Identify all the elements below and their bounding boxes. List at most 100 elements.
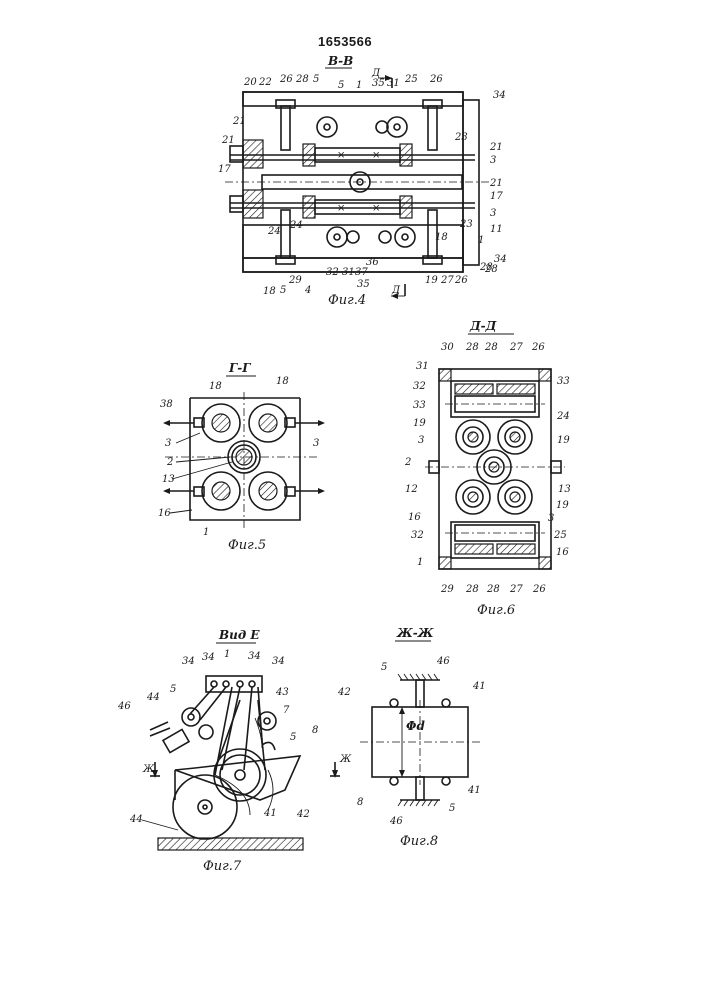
fig7-label: 42 <box>296 809 310 820</box>
fig4-label: 26 <box>279 74 293 85</box>
fig7-cut-mark-right: Ж <box>339 754 352 765</box>
fig5-caption: Фиг.5 <box>228 538 266 553</box>
fig5-label: 3 <box>313 438 319 449</box>
fig6-label: 28 <box>484 342 498 353</box>
fig6-label: 19 <box>413 418 426 429</box>
fig8-label: 42 <box>337 687 351 698</box>
fig7-label: 34 <box>182 656 195 667</box>
figure-8: Ж-Ж Φd 5 46 42 <box>337 626 486 849</box>
fig4-label: 5 <box>338 80 344 91</box>
fig6-label: 3 <box>418 435 424 446</box>
fig4-label: 34 <box>493 90 506 101</box>
fig4-label: 1 <box>356 80 362 91</box>
fig4-label: 37 <box>355 267 368 278</box>
fig5-label: 3 <box>165 438 171 449</box>
fig4-label: 34 <box>494 254 507 265</box>
fig4-label: 21 <box>232 116 246 127</box>
fig7-label: 41 <box>263 808 277 819</box>
fig4-label: 1 <box>478 235 484 246</box>
fig6-label: 25 <box>553 530 567 541</box>
fig7-label: 34 <box>248 651 261 662</box>
fig6-label: 28 <box>465 584 479 595</box>
fig6-label: 1 <box>417 557 423 568</box>
fig4-label: 17 <box>218 164 231 175</box>
fig6-label: 16 <box>556 547 569 558</box>
fig4-label: 26 <box>429 74 443 85</box>
fig4-label: 24 <box>267 226 281 237</box>
fig5-label: 16 <box>158 508 171 519</box>
fig6-label: 3 <box>548 513 554 524</box>
fig4-label: 23 <box>454 132 468 143</box>
fig7-label: 43 <box>275 687 289 698</box>
fig4-label: 28 <box>479 262 493 273</box>
fig6-label: 32 <box>411 530 424 541</box>
fig4-label: 4 <box>304 285 311 296</box>
fig7-label: 8 <box>312 725 318 736</box>
fig8-section-title: Ж-Ж <box>396 626 434 640</box>
fig4-label: 21 <box>489 142 503 153</box>
fig6-label: 31 <box>416 361 429 372</box>
fig5-label: 18 <box>276 376 289 387</box>
fig4-label: 5 <box>313 74 319 85</box>
fig6-label: 28 <box>465 342 479 353</box>
fig7-label: 46 <box>117 701 131 712</box>
fig4-label: 18 <box>263 286 276 297</box>
fig4-label: 28 <box>295 74 309 85</box>
fig4-label: 36 <box>366 257 379 268</box>
fig7-label: 44 <box>129 814 143 825</box>
fig6-label: 32 <box>413 381 426 392</box>
fig4-cut-mark-bottom: Д <box>391 285 401 296</box>
fig4-label: 17 <box>490 191 503 202</box>
fig4-label: 31 <box>342 267 355 278</box>
svg-text:×: × <box>372 203 380 214</box>
fig6-label: 28 <box>486 584 500 595</box>
fig8-label: 5 <box>381 662 387 673</box>
fig7-label: 34 <box>272 656 285 667</box>
fig4-caption: Фиг.4 <box>328 293 366 308</box>
fig6-label: 33 <box>413 400 426 411</box>
fig8-label: 8 <box>357 797 363 808</box>
fig4-label: 23 <box>459 219 473 230</box>
fig4-label: 18 <box>435 232 448 243</box>
fig8-caption: Фиг.8 <box>400 834 438 849</box>
fig6-label: 13 <box>558 484 571 495</box>
fig8-label: 41 <box>467 785 481 796</box>
fig6-label: 30 <box>441 342 454 353</box>
fig6-caption: Фиг.6 <box>477 603 515 618</box>
fig4-label: 31 <box>387 78 400 89</box>
fig7-cut-mark-left: Ж <box>142 764 155 775</box>
fig8-label: 46 <box>389 816 403 827</box>
fig7-label: 44 <box>146 692 160 703</box>
fig8-label: 46 <box>436 656 450 667</box>
fig4-label: 21 <box>489 178 503 189</box>
fig4-label: 24 <box>289 220 303 231</box>
figure-5: Г-Г <box>158 361 325 553</box>
fig6-section-title: Д-Д <box>469 319 497 333</box>
fig4-label: 35 <box>357 279 370 290</box>
fig4-label: 20 <box>243 77 257 88</box>
figure-4: В-В Д <box>218 54 507 308</box>
fig4-label: 35 <box>372 78 385 89</box>
fig4-label: 11 <box>490 224 503 235</box>
fig8-dimension: Φd <box>406 719 425 733</box>
fig5-label: 38 <box>160 399 173 410</box>
fig4-label: 32 <box>326 267 339 278</box>
fig4-label: 26 <box>454 275 468 286</box>
fig6-label: 29 <box>440 584 454 595</box>
fig6-label: 12 <box>405 484 418 495</box>
fig4-label: 3 <box>490 208 496 219</box>
figure-7: Вид Е <box>117 628 352 874</box>
fig5-label: 18 <box>209 381 222 392</box>
fig4-label: 27 <box>440 275 454 286</box>
fig4-label: 29 <box>288 275 302 286</box>
fig4-section-title: В-В <box>327 54 353 68</box>
fig6-label: 33 <box>557 376 570 387</box>
fig5-section-title: Г-Г <box>228 361 251 375</box>
fig4-label: 5 <box>280 285 286 296</box>
figure-6: Д-Д <box>404 319 571 618</box>
fig7-caption: Фиг.7 <box>203 859 242 874</box>
fig7-label: 34 <box>202 652 215 663</box>
fig7-label: 1 <box>224 649 230 660</box>
